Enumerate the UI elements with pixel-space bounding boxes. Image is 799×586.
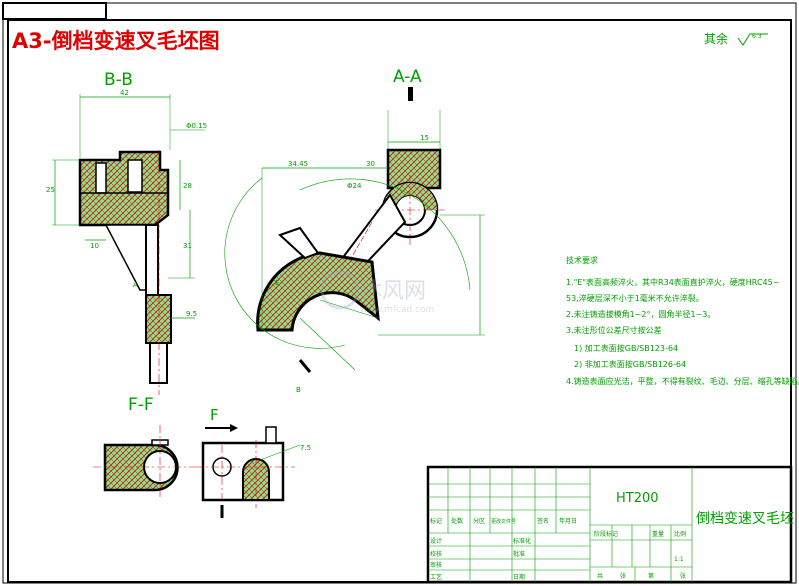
dim-25: 25 [46, 186, 55, 194]
dim-30: 30 [366, 160, 375, 168]
tech-line-5: 1) 加工表面按GB/SB123-64 [574, 343, 678, 353]
dim-34-45: 34.45 [288, 160, 308, 168]
section-mark-a-bb: A [133, 281, 138, 289]
dim-42: 42 [120, 89, 129, 97]
watermark: 沐风网 www.mfcad.com [320, 270, 434, 315]
tb-col-date: 年月日 [559, 517, 577, 525]
tech-heading: 技术要求 [566, 255, 598, 265]
tech-line-4: 3.未注形位公差尺寸按公差 [566, 325, 662, 335]
tb-col-mark: 标记 [430, 517, 442, 525]
roughness-label: 其余 [704, 31, 728, 46]
tb-row-process: 工艺 [430, 573, 442, 581]
section-mark-b: B [296, 386, 301, 394]
drawing-title: A3-倒档变速叉毛坯图 [12, 29, 220, 53]
dim-phi-0-15: Φ0.15 [186, 122, 207, 130]
tb-scale: 比例 [674, 530, 686, 538]
view-aa: A-A 15 34.45 30 Φ24 E B [224, 67, 485, 394]
part-name: 倒档变速叉毛坯 [696, 511, 794, 527]
roughness-value: 6.3 [752, 33, 762, 40]
tb-weight: 重量 [652, 530, 664, 538]
dim-phi-24: Φ24 [347, 182, 362, 190]
dim-7-5: 7.5 [300, 444, 311, 452]
view-ff: F-F [93, 395, 195, 500]
view-bb: B-B 42 Φ0.15 25 28 31 10 9.5 A [46, 70, 207, 395]
tech-line-2: 53,淬硬层深不小于1毫米不允许淬裂。 [566, 293, 704, 303]
watermark-logo-icon [320, 270, 360, 310]
tb-row-date: 日期 [513, 573, 525, 581]
tb-col-sign: 签名 [537, 517, 549, 525]
roughness-note: 其余 6.3 [704, 31, 768, 46]
tb-sheet-unit-1: 张 [620, 572, 626, 580]
tech-line-3: 2.未注铸造拔模角1~2°，圆角半径1~3。 [566, 309, 715, 319]
tb-row-review: 审核 [430, 561, 442, 569]
title-block: HT200 倒档变速叉毛坯 1:1 标记 处数 分区 更改文件号 签名 年月日 … [426, 465, 794, 584]
view-f-label: F [210, 406, 219, 424]
tb-row-approve: 批准 [513, 550, 525, 558]
material-name: HT200 [616, 491, 659, 506]
dim-28: 28 [183, 182, 192, 190]
tb-stage-mark: 阶段标记 [594, 530, 618, 538]
dim-31: 31 [183, 242, 192, 250]
watermark-cn: 沐风网 [360, 279, 426, 304]
tb-col-change-doc: 更改文件号 [491, 518, 516, 525]
tb-sheet-total: 共 [597, 572, 603, 580]
tb-col-count: 处数 [451, 517, 463, 525]
view-bb-label: B-B [104, 70, 133, 90]
tb-row-standard: 标准化 [513, 537, 531, 545]
roughness-symbol-icon [737, 33, 768, 46]
tb-col-zone: 分区 [473, 517, 485, 525]
view-ff-label: F-F [128, 395, 154, 415]
view-aa-label: A-A [393, 67, 422, 87]
dim-9-5: 9.5 [186, 310, 197, 318]
scale-value: 1:1 [674, 556, 684, 563]
tech-line-7: 4.铸造表面应光洁，平整，不得有裂纹、毛边、分层、缩孔等缺陷。 [566, 376, 799, 386]
tech-line-1: 1."E"表面高频淬火，其中R34表面直护淬火，硬度HRC45~ [566, 277, 779, 287]
watermark-url: www.mfcad.com [360, 305, 434, 315]
dim-15: 15 [420, 134, 429, 142]
tech-line-6: 2) 非加工表面按GB/SB126-64 [574, 359, 686, 369]
tb-row-design: 设计 [430, 537, 442, 545]
technical-requirements: 技术要求 1."E"表面高频淬火，其中R34表面直护淬火，硬度HRC45~ 53… [566, 255, 799, 386]
tb-sheet-no: 第 [648, 572, 654, 580]
dim-10: 10 [90, 242, 99, 250]
tb-row-check: 校核 [430, 550, 442, 558]
view-f: F 7.5 [195, 406, 311, 518]
section-mark-e: E [275, 279, 279, 287]
tb-sheet-unit-2: 张 [680, 572, 686, 580]
